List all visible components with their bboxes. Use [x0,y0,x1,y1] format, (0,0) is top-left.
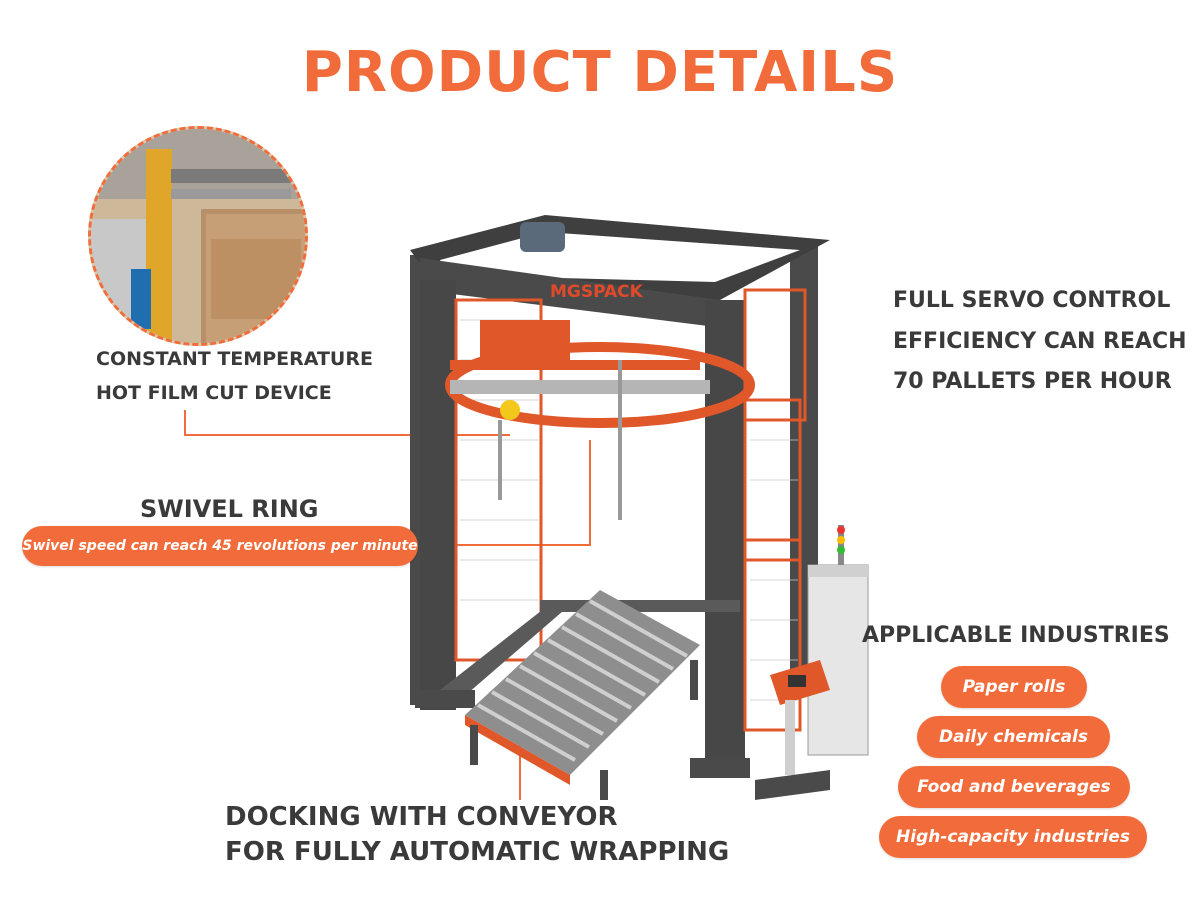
page-title: PRODUCT DETAILS [301,40,899,105]
industries-heading: APPLICABLE INDUSTRIES [862,623,1170,648]
machine-brand-logo: MGSPACK [550,282,644,302]
conveyor-line2: FOR FULLY AUTOMATIC WRAPPING [225,837,730,867]
servo-line2: EFFICIENCY CAN REACH [893,329,1187,354]
industry-daily-chemicals: Daily chemicals [917,716,1110,758]
hot-film-cut-photo [88,126,308,346]
servo-line1: FULL SERVO CONTROL [893,288,1171,313]
swivel-ring-callout-line [410,440,591,546]
industry-paper-rolls: Paper rolls [941,666,1087,708]
servo-line3: 70 PALLETS PER HOUR [893,369,1172,394]
hot-film-cut-illustration [91,129,305,343]
industry-high-capacity: High-capacity industries [879,816,1147,858]
industry-food-beverages: Food and beverages [898,766,1130,808]
swivel-ring-heading: SWIVEL RING [140,495,319,523]
hot-film-cut-label-line2: HOT FILM CUT DEVICE [96,382,332,404]
hot-film-cut-label-line1: CONSTANT TEMPERATURE [96,348,373,370]
conveyor-line1: DOCKING WITH CONVEYOR [225,802,618,832]
swivel-ring-detail-pill: Swivel speed can reach 45 revolutions pe… [22,526,418,566]
hot-film-cut-callout-line [184,410,510,436]
